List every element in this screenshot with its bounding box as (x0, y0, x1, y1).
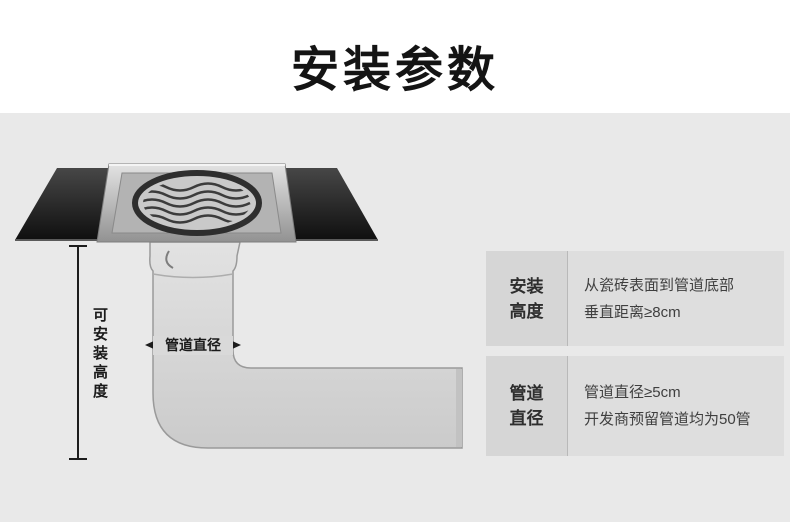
spec-label-line: 管道 (509, 384, 544, 403)
drain-pipe (149, 241, 463, 449)
height-dimension-line (69, 245, 87, 460)
spec-text: 从瓷砖表面到管道底部 垂直距离≥8cm (568, 251, 784, 346)
drain-grate-ring (132, 170, 262, 236)
spec-text-line: 开发商预留管道均为50管 (584, 411, 751, 428)
spec-text-line: 从瓷砖表面到管道底部 (584, 276, 735, 294)
spec-label: 安装 高度 (486, 251, 568, 346)
spec-label-line: 高度 (509, 301, 544, 321)
spec-row-pipe-diameter: 管道 直径 管道直径≥5cm 开发商预留管道均为50管 (486, 356, 784, 456)
spec-row-install-height: 安装 高度 从瓷砖表面到管道底部 垂直距离≥8cm (486, 251, 784, 346)
pipe-seam (152, 273, 234, 279)
spec-text: 管道直径≥5cm 开发商预留管道均为50管 (568, 356, 784, 456)
spec-label: 管道 直径 (486, 356, 568, 456)
spec-text-line: 垂直距离≥8cm (584, 303, 681, 321)
pipe-end-cap (456, 369, 462, 447)
spec-label-line: 安装 (509, 276, 544, 296)
diameter-dimension-label: 管道直径 (153, 336, 233, 355)
page-title: 安装参数 (290, 44, 499, 97)
installation-diagram (15, 163, 463, 460)
drain-hook (165, 250, 174, 269)
spec-label-line: 直径 (509, 409, 544, 428)
spec-text-line: 管道直径≥5cm (584, 384, 681, 401)
height-dimension-label: 可安装高度 (91, 306, 108, 402)
